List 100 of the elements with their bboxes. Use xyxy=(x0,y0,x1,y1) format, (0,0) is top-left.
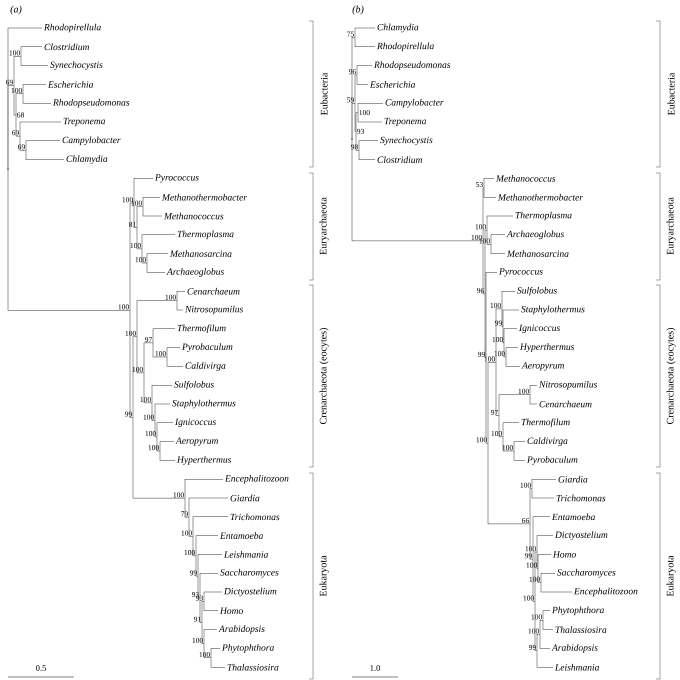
taxon-name: Treponema xyxy=(64,118,106,126)
tree-branch xyxy=(486,357,488,444)
taxon-name: Sulfolobus xyxy=(517,286,557,296)
tree-branch xyxy=(26,150,64,160)
tree-branch xyxy=(502,308,504,327)
taxon-name: Staphylothermus xyxy=(172,400,236,408)
taxon-name: Pyrococcus xyxy=(498,268,543,277)
taxon-name: Escherichia xyxy=(48,81,94,88)
taxon-name: Homo xyxy=(220,608,243,614)
tree-branch xyxy=(160,441,174,452)
scale-label: 1.0 xyxy=(370,665,380,671)
tree-branch xyxy=(530,488,532,524)
taxon-name: Thermoplasma xyxy=(178,230,234,240)
tree-branch xyxy=(26,140,60,150)
taxon-name: Caldivirga xyxy=(528,437,568,446)
tree-branch xyxy=(356,74,368,85)
taxon-name: Campylobacter xyxy=(386,98,444,108)
panel-label: (b) xyxy=(352,5,364,15)
tree-branch xyxy=(502,310,520,327)
taxon-name: Encephalitozoon xyxy=(574,588,638,596)
taxon-name: Clostridium xyxy=(378,156,422,163)
tree-branch xyxy=(506,356,520,367)
tree-branch xyxy=(536,552,538,569)
taxon-name: Arabidopsis xyxy=(552,644,598,653)
taxon-name: Leishmania xyxy=(554,664,599,671)
taxon-name: Thalassiosira xyxy=(228,664,278,671)
taxon-name: Thermofilum xyxy=(522,418,570,428)
tree-branch xyxy=(198,554,222,576)
tree-branch xyxy=(496,308,502,363)
tree-branch xyxy=(356,131,360,150)
taxon-name: Cenarchaeum xyxy=(540,400,592,408)
taxon-name: Rhodopseudomonas xyxy=(374,61,450,70)
tree-branch xyxy=(536,650,554,668)
taxon-name: Thermofilum xyxy=(178,324,226,334)
taxon-name: Escherichia xyxy=(370,81,416,88)
tree-branch xyxy=(134,178,154,204)
taxon-name: Pyrobaculum xyxy=(182,343,232,352)
taxon-name: Phytophthora xyxy=(222,644,274,653)
tree-branch xyxy=(144,372,152,404)
taxon-name: Leishmania xyxy=(224,551,268,558)
tree-branch xyxy=(532,478,556,489)
taxon-name: Methanothermobacter xyxy=(162,194,247,201)
group-label: Eukaryota xyxy=(666,556,676,596)
tree-branch xyxy=(188,516,194,537)
taxon-name: Staphylothermus xyxy=(521,306,585,314)
tree-branch xyxy=(210,658,226,668)
taxon-name: Saccharomyces xyxy=(220,568,278,578)
taxon-name: Chlamydia xyxy=(378,24,418,32)
tree-branch xyxy=(358,112,382,122)
taxon-name: Thalassiosira xyxy=(556,626,606,633)
tree-branch xyxy=(486,216,514,230)
tree-branch xyxy=(152,402,156,421)
tree-branch xyxy=(142,206,162,216)
tree-branch xyxy=(356,112,358,132)
taxon-name: Caldivirga xyxy=(186,362,226,371)
tree-branch xyxy=(144,342,154,374)
tree-branch xyxy=(202,622,204,644)
taxon-name: Hyperthermus xyxy=(520,343,574,352)
tree-branch xyxy=(134,202,138,228)
tree-branch xyxy=(482,240,486,294)
tree-branch xyxy=(192,536,196,556)
taxon-name: Archaeoglobus xyxy=(166,268,224,277)
taxon-name: Entamoeba xyxy=(552,513,595,520)
tree-branch xyxy=(540,582,572,592)
tree-branch xyxy=(504,328,518,344)
taxon-name: Nitrosopumilus xyxy=(184,306,243,314)
tree-branch xyxy=(136,228,142,250)
tree-branch xyxy=(496,362,500,416)
taxon-name: Methanococcus xyxy=(164,212,224,220)
tree-branch xyxy=(130,202,134,311)
group-label: Crenarchaeota (eocytes) xyxy=(666,328,676,424)
tree-branch xyxy=(484,230,488,294)
tree-branch xyxy=(534,601,538,651)
tree-branch xyxy=(532,516,550,560)
tree-branch xyxy=(488,362,496,444)
tree-branch xyxy=(504,342,506,358)
tree-branch xyxy=(540,620,544,635)
tree-branch xyxy=(142,196,160,207)
taxon-name: Giardia xyxy=(558,476,588,483)
tree-branch xyxy=(152,384,172,404)
taxon-name: Ignicoccus xyxy=(174,418,216,427)
tree-branch xyxy=(184,498,190,518)
tree-branch xyxy=(132,417,186,498)
tree-branch xyxy=(536,634,540,651)
tree-branch xyxy=(514,450,526,461)
taxon-name: Methanosarcina xyxy=(170,250,232,257)
tree-branch xyxy=(152,328,176,344)
taxon-name: Treponema xyxy=(384,118,426,126)
scale-label: 0.5 xyxy=(36,665,46,671)
taxon-name: Cenarchaeum xyxy=(188,288,240,295)
taxon-name: Synechocystis xyxy=(380,136,432,146)
tree-branch xyxy=(534,552,538,602)
taxon-name: Rhodopseudomonas xyxy=(52,98,130,108)
tree-branch xyxy=(136,300,178,337)
tree-branch xyxy=(154,404,170,421)
tree-branch xyxy=(502,436,514,452)
tree-branch xyxy=(204,601,218,612)
taxon-name: Aeropyrum xyxy=(175,437,218,446)
tree-branch xyxy=(136,336,144,374)
taxon-name: Synechocystis xyxy=(50,61,102,70)
